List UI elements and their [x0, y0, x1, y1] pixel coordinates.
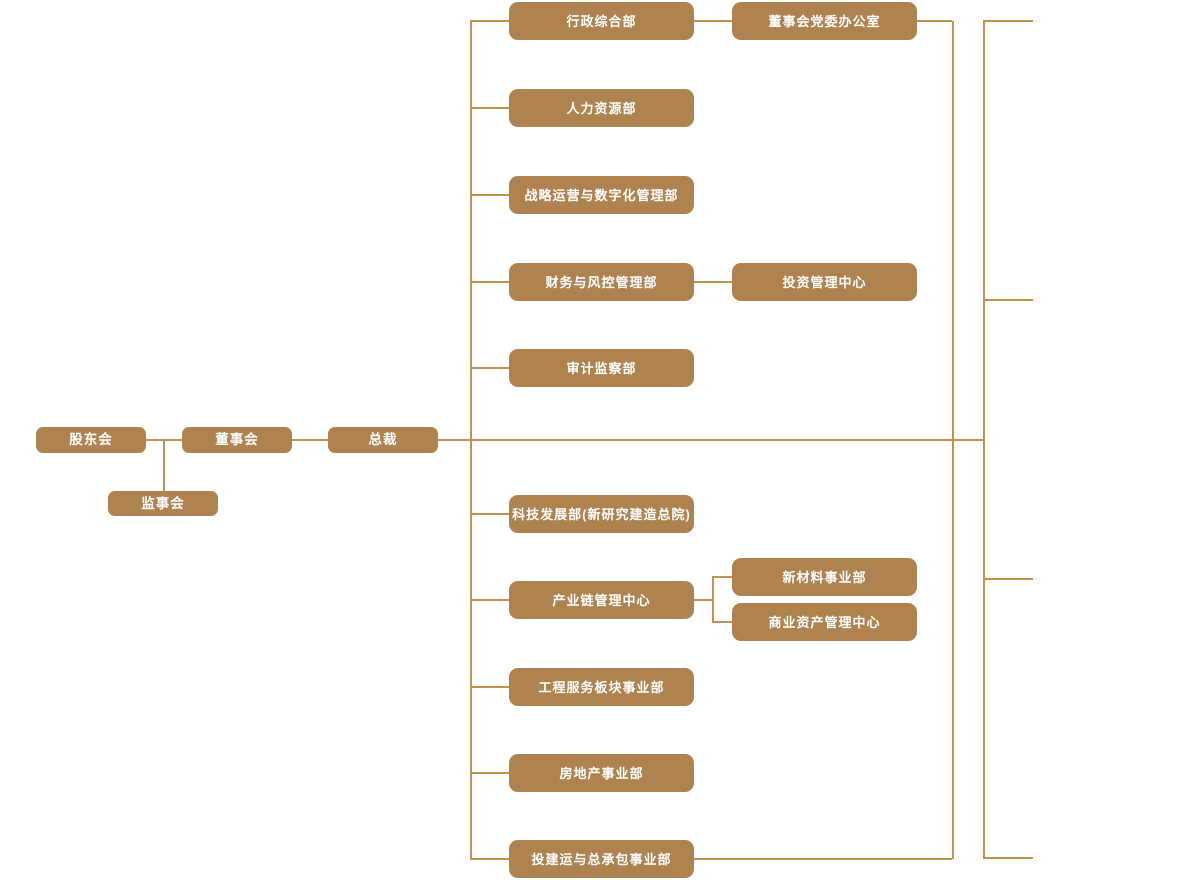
node-supervisory-board: 监事会 — [108, 491, 218, 516]
node-strategy-digital-management-dept: 战略运营与数字化管理部 — [509, 176, 694, 214]
connector-branch-finance — [470, 281, 510, 283]
connector-industry-chain-out — [694, 599, 712, 601]
node-industry-chain-management-center: 产业链管理中心 — [509, 581, 694, 619]
connector-right-stub-3 — [983, 578, 1033, 580]
connector-right-rail-inner — [952, 21, 954, 859]
node-audit-supervision-dept: 审计监察部 — [509, 349, 694, 387]
connector-right-rail-outer — [983, 21, 985, 858]
node-admin-general-dept: 行政综合部 — [509, 2, 694, 40]
connector-branch-tech — [470, 513, 510, 515]
node-engineering-services-division: 工程服务板块事业部 — [509, 668, 694, 706]
node-real-estate-division: 房地产事业部 — [509, 754, 694, 792]
connector-president-main — [438, 439, 983, 441]
node-investment-management-center: 投资管理中心 — [732, 263, 917, 301]
node-board-party-committee-office: 董事会党委办公室 — [732, 2, 917, 40]
connector-branch-admin — [470, 20, 510, 22]
connector-branch-hr — [470, 107, 510, 109]
connector-branch-epc — [470, 858, 510, 860]
node-new-materials-division: 新材料事业部 — [732, 558, 917, 596]
node-tech-development-dept: 科技发展部(新研究建造总院) — [509, 495, 694, 533]
connector-admin-party-office — [694, 20, 732, 22]
connector-right-stub-1 — [983, 20, 1033, 22]
connector-epc-right — [694, 858, 952, 860]
connector-drop-supervisory — [163, 440, 165, 491]
connector-right-stub-4 — [983, 857, 1033, 859]
connector-to-commercial-assets — [712, 621, 732, 623]
connector-branch-strategy — [470, 194, 510, 196]
node-invest-build-operate-epc-division: 投建运与总承包事业部 — [509, 840, 694, 878]
connector-branch-real-estate — [470, 772, 510, 774]
node-finance-risk-control-dept: 财务与风控管理部 — [509, 263, 694, 301]
connector-shareholders-board — [146, 439, 182, 441]
connector-right-stub-2 — [983, 299, 1033, 301]
connector-department-spine — [470, 21, 472, 859]
node-human-resources-dept: 人力资源部 — [509, 89, 694, 127]
connector-branch-engineering — [470, 686, 510, 688]
connector-branch-audit — [470, 367, 510, 369]
connector-board-president — [292, 439, 328, 441]
connector-party-office-right — [917, 20, 952, 22]
node-board-of-directors: 董事会 — [182, 427, 292, 453]
connector-industry-chain-split — [712, 577, 714, 623]
node-commercial-assets-center: 商业资产管理中心 — [732, 603, 917, 641]
connector-branch-industry-chain — [470, 599, 510, 601]
connector-to-new-materials — [712, 576, 732, 578]
node-president: 总裁 — [328, 427, 438, 453]
node-shareholders-meeting: 股东会 — [36, 427, 146, 453]
connector-finance-investment — [694, 281, 732, 283]
